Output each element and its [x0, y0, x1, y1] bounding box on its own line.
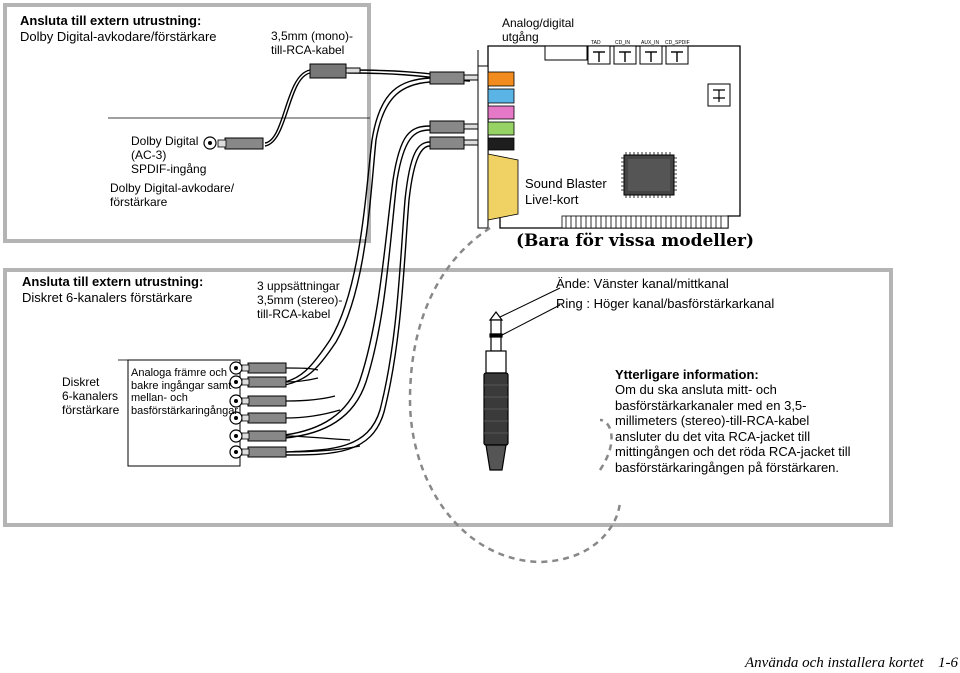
- top-section-frame: [3, 3, 371, 243]
- card-connector-tad: TAD: [591, 40, 601, 46]
- orange-jack: [487, 71, 515, 87]
- bottom-section-title: Ansluta till extern utrustning:: [22, 274, 204, 289]
- sound-card: [477, 45, 741, 229]
- card-connector-cd-spdif: CD_SPDIF: [665, 40, 690, 46]
- info-text: Om du ska ansluta mitt- och basförstärka…: [615, 382, 851, 475]
- ring-label: Ring : Höger kanal/basförstärkarkanal: [556, 296, 775, 311]
- blue-jack: [487, 88, 515, 104]
- game-port: [487, 153, 519, 221]
- spdif-input-label: Dolby Digital (AC-3) SPDIF-ingång: [131, 134, 207, 176]
- stereo-cable-label: 3 uppsättningar 3,5mm (stereo)- till-RCA…: [257, 279, 343, 321]
- bottom-section-subtitle: Diskret 6-kanalers förstärkare: [22, 290, 193, 305]
- page-number: 1-6: [938, 655, 958, 671]
- card-connector-aux-in: AUX_IN: [641, 40, 660, 46]
- amp-label: Diskret 6-kanalers förstärkare: [62, 375, 120, 417]
- card-connector-cd-in: CD_IN: [615, 40, 631, 46]
- top-section-subtitle: Dolby Digital-avkodare/förstärkare: [20, 29, 217, 44]
- card-label: Sound Blaster Live!-kort: [525, 176, 607, 207]
- footer-text: Använda och installera kortet: [745, 655, 924, 671]
- spdif-device: [108, 117, 370, 150]
- tip-label: Ände: Vänster kanal/mittkanal: [556, 276, 729, 291]
- black-jack: [487, 137, 515, 151]
- mono-plug: [309, 63, 361, 79]
- top-section-title: Ansluta till extern utrustning:: [20, 13, 202, 28]
- green-jack: [487, 121, 515, 136]
- output-label: Analog/digital utgång: [502, 16, 575, 44]
- stereo-plug-illustration: [483, 311, 509, 471]
- six-channel-amp: [127, 359, 361, 467]
- pink-jack: [487, 105, 515, 120]
- models-note: (Bara för vissa modeller): [516, 231, 755, 251]
- mono-cable-label: 3,5mm (mono)- till-RCA-kabel: [271, 29, 354, 57]
- bottom-section-frame: [3, 268, 893, 527]
- info-title: Ytterligare information:: [615, 367, 759, 382]
- amp-inputs-label: Analoga främre och bakre ingångar samt m…: [131, 367, 239, 417]
- decoder-device-label: Dolby Digital-avkodare/ förstärkare: [110, 181, 235, 209]
